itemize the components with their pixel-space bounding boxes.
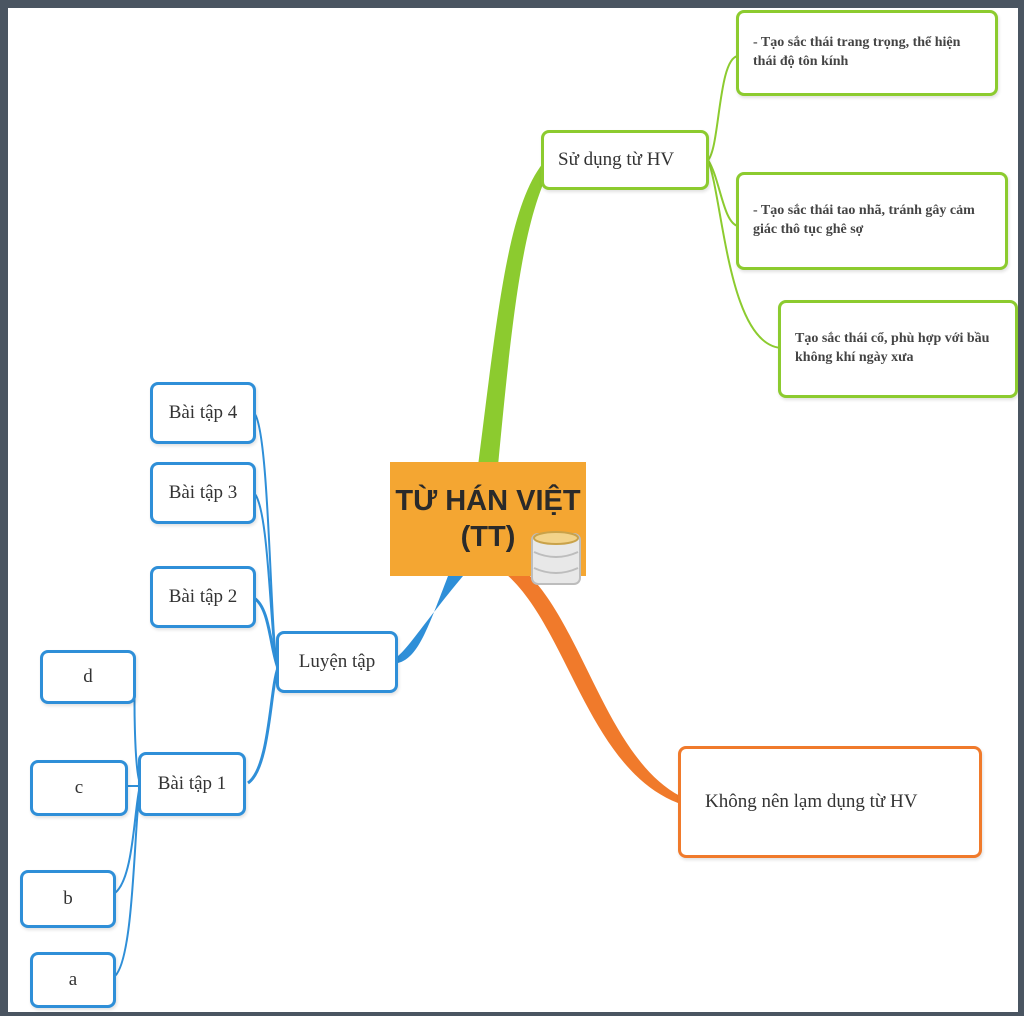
usage-child-3-text: Tạo sắc thái cổ, phù hợp với bầu không k… bbox=[795, 331, 990, 365]
usage-label: Sử dụng từ HV bbox=[558, 149, 675, 171]
exercise-4-label: Bài tập 4 bbox=[168, 402, 238, 424]
practice-label: Luyện tập bbox=[298, 651, 376, 673]
usage-child-1-text: - Tạo sắc thái trang trọng, thể hiện thá… bbox=[753, 35, 961, 69]
exercise-3-label: Bài tập 3 bbox=[168, 482, 238, 504]
exercise-2-label: Bài tập 2 bbox=[168, 586, 238, 608]
usage-child-3[interactable]: Tạo sắc thái cổ, phù hợp với bầu không k… bbox=[778, 300, 1018, 398]
sub-item-b-label: b bbox=[63, 888, 73, 910]
exercise-1-label: Bài tập 1 bbox=[157, 773, 227, 795]
exercise-4-node[interactable]: Bài tập 4 bbox=[150, 382, 256, 444]
usage-node[interactable]: Sử dụng từ HV bbox=[541, 130, 709, 190]
sub-item-d[interactable]: d bbox=[40, 650, 136, 704]
sub-item-c-label: c bbox=[74, 777, 84, 799]
database-icon bbox=[531, 531, 581, 585]
exercise-2-node[interactable]: Bài tập 2 bbox=[150, 566, 256, 628]
practice-node[interactable]: Luyện tập bbox=[276, 631, 398, 693]
exercise-1-node[interactable]: Bài tập 1 bbox=[138, 752, 246, 816]
exercise-3-node[interactable]: Bài tập 3 bbox=[150, 462, 256, 524]
branch-connectors bbox=[114, 55, 784, 977]
mind-map-canvas: TỪ HÁN VIỆT (TT) Sử dụng từ HV - Tạo sắc… bbox=[8, 8, 1018, 1012]
sub-item-a-label: a bbox=[68, 969, 78, 991]
warning-label: Không nên lạm dụng từ HV bbox=[705, 791, 918, 813]
usage-child-2[interactable]: - Tạo sắc thái tao nhã, tránh gây cảm gi… bbox=[736, 172, 1008, 270]
sub-item-d-label: d bbox=[83, 666, 93, 688]
usage-child-2-text: - Tạo sắc thái tao nhã, tránh gây cảm gi… bbox=[753, 203, 975, 237]
sub-item-a[interactable]: a bbox=[30, 952, 116, 1008]
sub-item-c[interactable]: c bbox=[30, 760, 128, 816]
warning-node[interactable]: Không nên lạm dụng từ HV bbox=[678, 746, 982, 858]
central-title-line1: TỪ HÁN VIỆT bbox=[395, 484, 581, 517]
sub-item-b[interactable]: b bbox=[20, 870, 116, 928]
central-title-line2: (TT) bbox=[460, 521, 516, 553]
usage-child-1[interactable]: - Tạo sắc thái trang trọng, thể hiện thá… bbox=[736, 10, 998, 96]
